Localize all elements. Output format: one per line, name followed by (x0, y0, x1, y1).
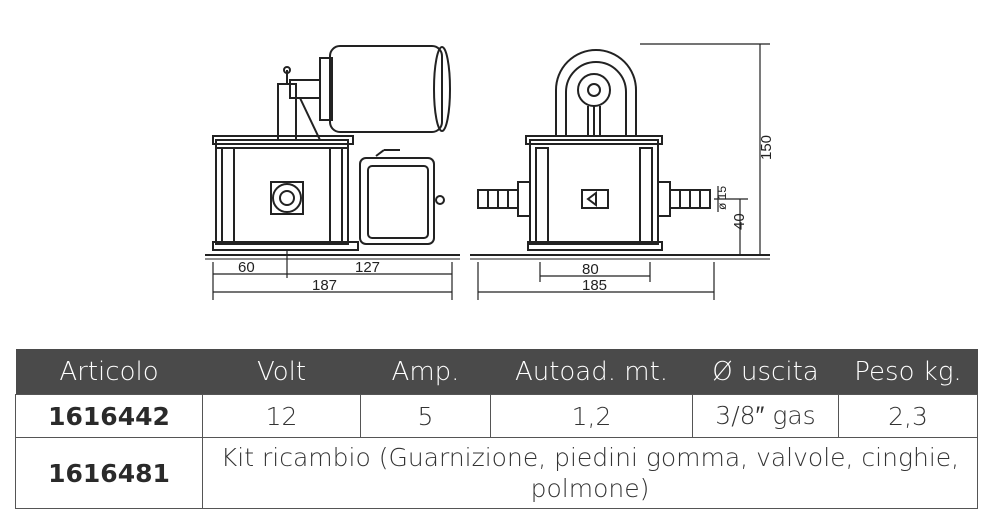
dim-127-label: 127 (355, 259, 380, 276)
cell-volt: 12 (202, 394, 361, 438)
pump-technical-drawing: 60 127 187 80 185 150 40 ø 15 (205, 43, 775, 300)
side-dimension-lines (212, 250, 453, 300)
dim-60-label: 60 (238, 259, 255, 276)
header-articolo: Articolo (15, 349, 203, 395)
dim-150-label: 150 (758, 135, 775, 160)
cell-autoad: 1,2 (490, 394, 693, 438)
dim-40-label: 40 (731, 213, 748, 230)
header-uscita: Ø uscita (692, 349, 839, 395)
cell-code: 1616442 (15, 394, 203, 438)
cell-amp: 5 (360, 394, 491, 438)
cell-code: 1616481 (15, 437, 203, 509)
table-header-row: Articolo Volt Amp. Autoad. mt. Ø uscita … (15, 349, 978, 395)
table-row: 1616442 12 5 1,2 3/8″ gas 2,3 (15, 394, 978, 438)
header-autoad: Autoad. mt. (490, 349, 693, 395)
dim-187-label: 187 (312, 277, 337, 294)
front-view (470, 49, 770, 260)
dim-diameter-15-label: ø 15 (715, 186, 729, 210)
cell-uscita: 3/8″ gas (692, 394, 839, 438)
header-volt: Volt (202, 349, 361, 395)
cell-description: Kit ricambio (Guarnizione, piedini gomma… (202, 437, 978, 509)
dim-185-label: 185 (582, 277, 607, 294)
table-row: 1616481 Kit ricambio (Guarnizione, piedi… (15, 437, 978, 509)
side-view (205, 45, 460, 260)
header-amp: Amp. (360, 349, 491, 395)
dim-80-label: 80 (582, 261, 599, 278)
cell-peso: 2,3 (838, 394, 978, 438)
header-peso: Peso kg. (838, 349, 978, 395)
front-dimension-lines (477, 43, 770, 300)
spec-table: Articolo Volt Amp. Autoad. mt. Ø uscita … (15, 349, 978, 509)
